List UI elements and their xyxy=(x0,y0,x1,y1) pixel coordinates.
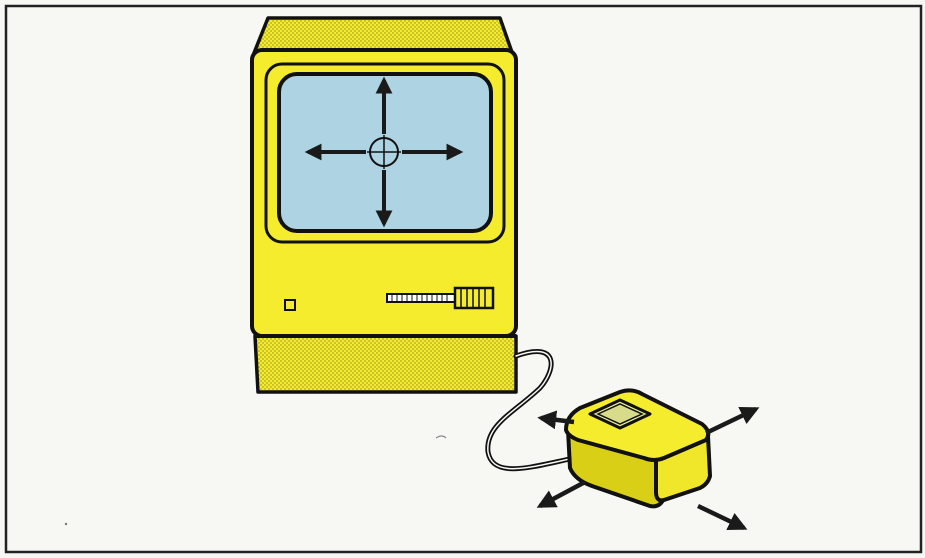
power-indicator xyxy=(285,300,295,310)
arrow-icon xyxy=(706,409,756,433)
print-speck xyxy=(65,523,67,525)
computer-base xyxy=(255,336,516,392)
mouse-icon xyxy=(566,390,710,506)
print-speck xyxy=(436,436,446,438)
arrow-icon xyxy=(698,506,744,528)
computer-icon xyxy=(252,18,516,392)
arrow-icon xyxy=(540,482,585,506)
